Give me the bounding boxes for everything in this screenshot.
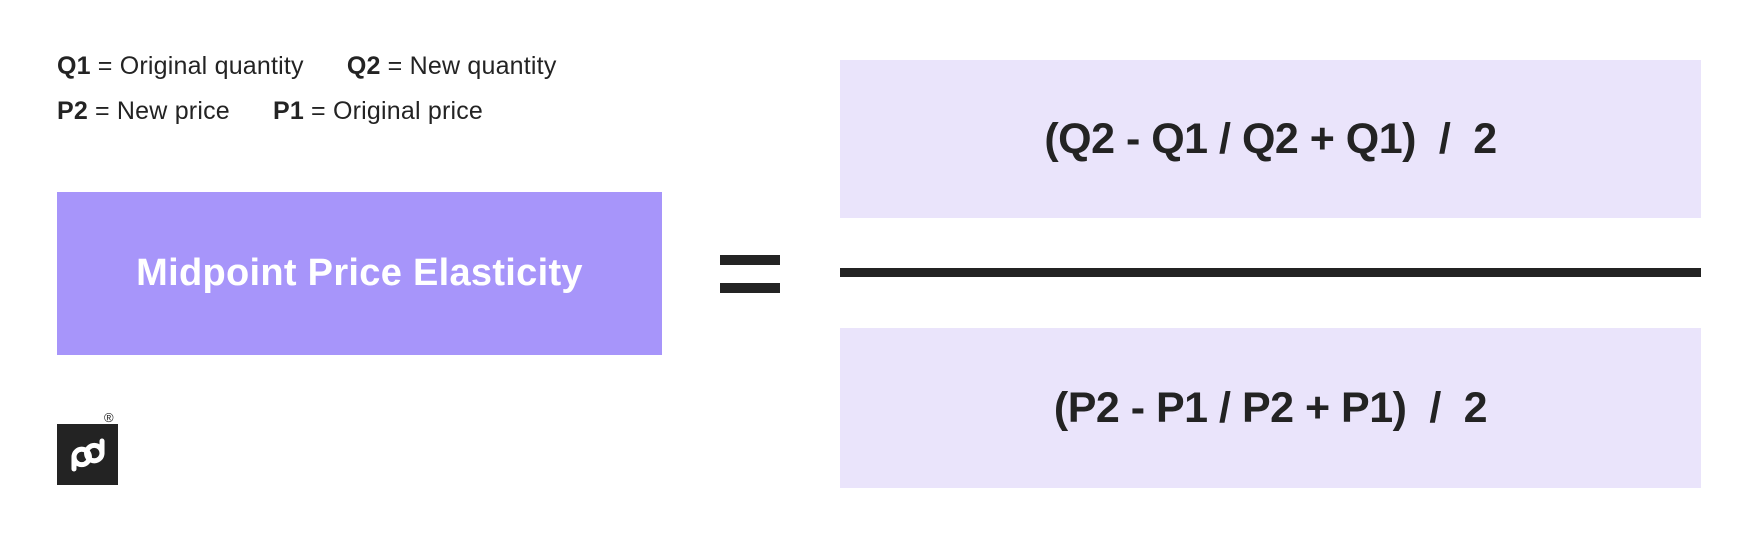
- numerator-formula: (Q2 - Q1 / Q2 + Q1) / 2: [1044, 114, 1497, 163]
- legend-definition-q1: = Original quantity: [97, 52, 304, 80]
- legend-definition-p2: = New price: [94, 97, 230, 125]
- logo-square: [57, 424, 118, 485]
- legend-term-p1: P1: [273, 97, 305, 125]
- legend-definition-q2: = New quantity: [387, 52, 557, 80]
- legend-row-prices: P2= New price P1= Original price: [57, 89, 557, 134]
- equals-sign: [720, 255, 780, 293]
- equals-bar-bottom: [720, 283, 780, 293]
- legend: Q1= Original quantity Q2= New quantity P…: [57, 44, 557, 134]
- equals-bar-top: [720, 255, 780, 265]
- formula-title: Midpoint Price Elasticity: [136, 252, 583, 294]
- legend-item-p2: P2= New price: [57, 89, 230, 134]
- registered-trademark-symbol: ®: [104, 410, 114, 425]
- legend-term-q2: Q2: [346, 52, 381, 80]
- legend-term-q1: Q1: [57, 52, 91, 80]
- denominator-formula: (P2 - P1 / P2 + P1) / 2: [1053, 383, 1488, 432]
- numerator-box: (Q2 - Q1 / Q2 + Q1) / 2: [840, 60, 1701, 218]
- legend-item-p1: P1= Original price: [273, 89, 483, 134]
- legend-item-q2: Q2= New quantity: [347, 44, 557, 89]
- fraction-bar: [840, 268, 1701, 277]
- legend-definition-p1: = Original price: [311, 97, 484, 125]
- pandadoc-logo: ®: [57, 410, 147, 490]
- legend-term-p2: P2: [57, 97, 88, 125]
- pd-monogram-icon: [70, 437, 105, 472]
- formula-title-box: Midpoint Price Elasticity: [57, 192, 662, 355]
- legend-item-q1: Q1= Original quantity: [57, 44, 304, 89]
- legend-row-quantities: Q1= Original quantity Q2= New quantity: [57, 44, 557, 89]
- denominator-box: (P2 - P1 / P2 + P1) / 2: [840, 328, 1701, 488]
